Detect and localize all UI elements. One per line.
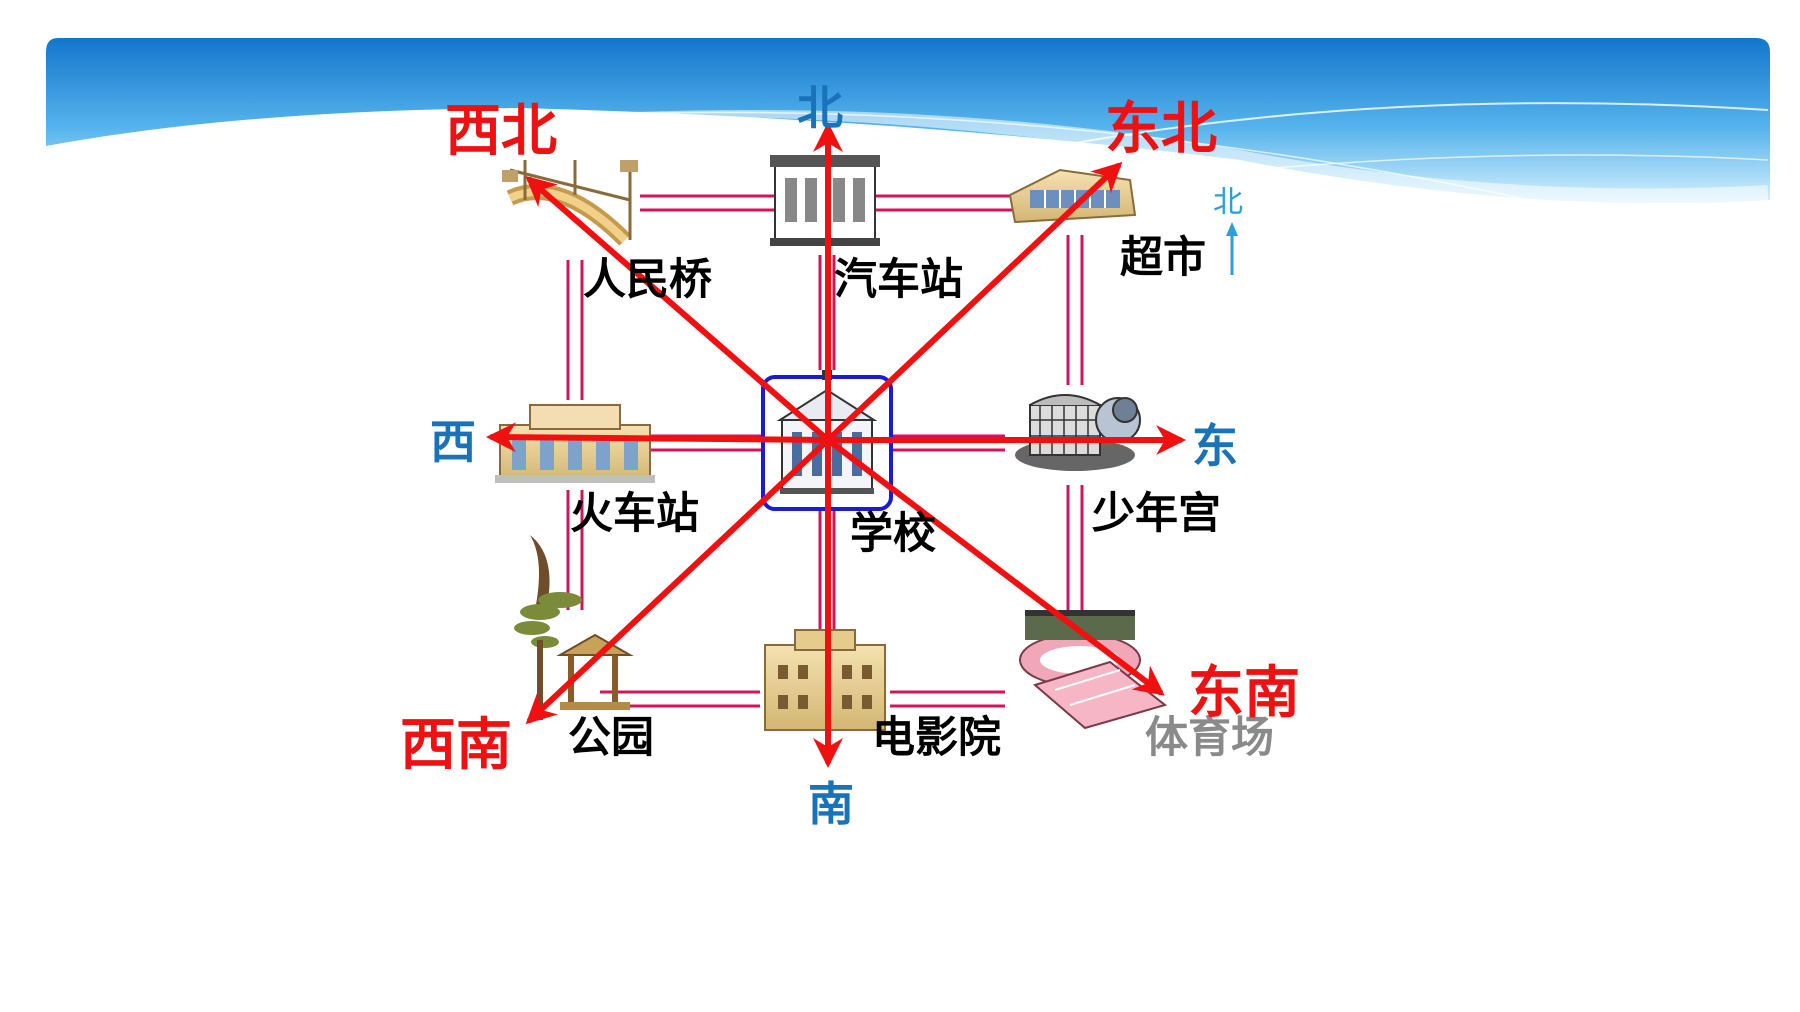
direction-southwest-label: 西南 xyxy=(400,712,512,778)
label-park: 公园 xyxy=(568,713,654,763)
arrow-southwest xyxy=(525,437,831,725)
label-supermarket: 超市 xyxy=(1120,233,1206,283)
stadium-icon xyxy=(1019,610,1168,730)
supermarket-icon xyxy=(1008,168,1137,224)
direction-west-label: 西 xyxy=(430,415,476,469)
bridge-icon xyxy=(502,160,638,246)
arrow-northeast xyxy=(825,161,1123,443)
label-cinema: 电影院 xyxy=(872,713,1001,763)
label-school: 学校 xyxy=(850,509,936,559)
direction-northwest-label: 西北 xyxy=(445,98,557,164)
train-station-icon xyxy=(495,404,655,483)
label-youth-palace: 少年宫 xyxy=(1092,489,1221,539)
label-stadium: 体育场 xyxy=(1145,713,1274,763)
arrow-northwest xyxy=(525,176,831,443)
arrow-southeast xyxy=(825,437,1165,696)
label-train-station: 火车站 xyxy=(570,489,699,539)
park-icon xyxy=(514,535,634,720)
direction-southeast-label: 东南 xyxy=(1188,660,1300,726)
header-banner xyxy=(46,38,1770,226)
roads xyxy=(566,194,1084,708)
direction-northeast-label: 东北 xyxy=(1105,96,1217,162)
direction-north-label: 北 xyxy=(797,81,843,135)
mini-compass-north-label: 北 xyxy=(1213,185,1243,220)
arrow-west xyxy=(486,422,831,453)
label-bus-station: 汽车站 xyxy=(834,255,963,305)
direction-east-label: 东 xyxy=(1192,419,1238,473)
label-bridge: 人民桥 xyxy=(583,255,712,305)
direction-south-label: 南 xyxy=(808,777,854,831)
north-arrow-icon xyxy=(1226,222,1238,275)
direction-arrows xyxy=(486,122,1186,768)
youth-palace-icon xyxy=(1015,394,1141,471)
